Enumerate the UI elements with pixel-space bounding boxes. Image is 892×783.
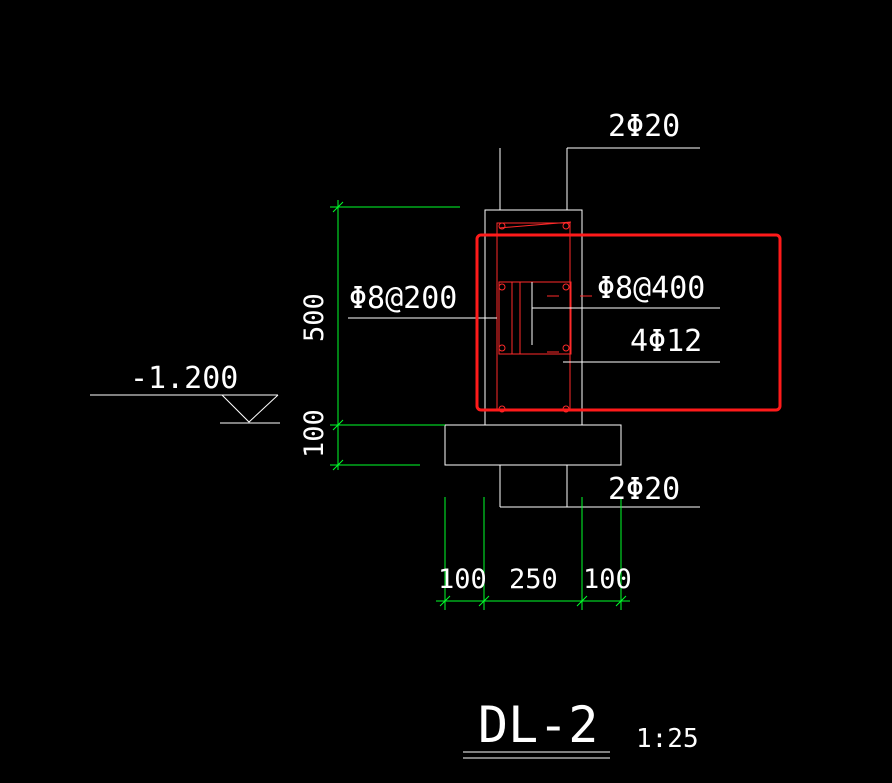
bottom-bar-label: 2Φ20 [608,472,680,507]
beam-width-dimension: 250 [509,564,558,595]
bed-thickness-dimension: 100 [299,409,330,458]
section-title: DL-2 [478,696,598,754]
title-underline [463,751,610,759]
horizontal-dimensions [436,497,630,610]
top-bar-label: 2Φ20 [608,109,680,144]
bed-right-dimension: 100 [583,564,632,595]
tie-label: Φ8@400 [597,271,705,306]
rebar-cage [496,221,592,413]
elevation-label: -1.200 [130,361,238,396]
leader-lines [348,307,720,363]
elevation-marker [90,394,280,424]
vertical-dimensions [330,200,460,471]
beam-height-dimension: 500 [299,293,330,342]
scale-label: 1:25 [636,724,699,754]
bed-left-dimension: 100 [438,564,487,595]
highlight-box [475,233,782,412]
stirrup-label: Φ8@200 [349,281,457,316]
side-bars-label: 4Φ12 [630,324,702,359]
